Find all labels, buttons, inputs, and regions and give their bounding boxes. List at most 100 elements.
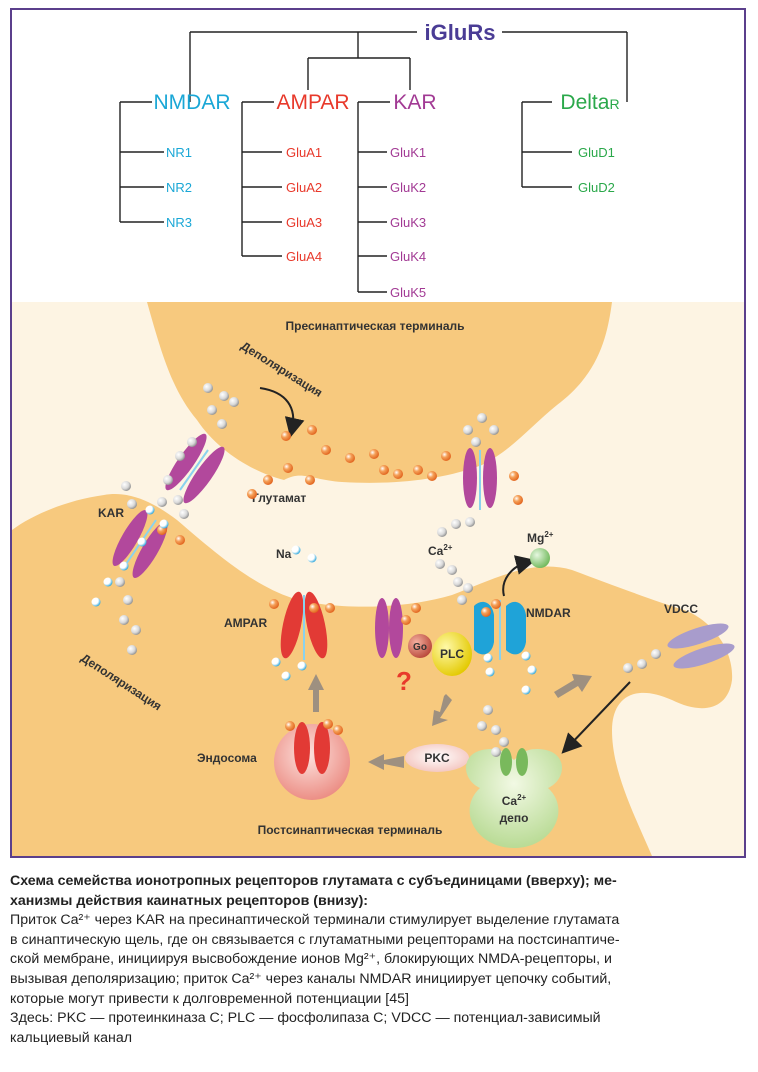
- tree-root-label: iGluRs: [425, 20, 496, 45]
- glutamate-molecule: [379, 465, 389, 475]
- mg-ion: [530, 548, 550, 568]
- calcium-ion: [451, 519, 461, 529]
- calcium-ion: [219, 391, 229, 401]
- caption-body-line: в синаптическую щель, где он связывается…: [10, 931, 620, 948]
- calcium-ion: [179, 509, 189, 519]
- calcium-ion: [453, 577, 463, 587]
- subunit-glua4: GluA4: [286, 249, 322, 264]
- glutamate-molecule: [281, 431, 291, 441]
- subunit-glua2: GluA2: [286, 180, 322, 195]
- subunit-glua3: GluA3: [286, 215, 322, 230]
- sodium-ion: [159, 519, 169, 529]
- pkc-enzyme: [405, 744, 469, 772]
- glutamate-molecule: [413, 465, 423, 475]
- glutamate-molecule: [321, 445, 331, 455]
- caption-body: Приток Ca²⁺ через KAR на пресинаптическо…: [10, 911, 746, 1009]
- signal-arrows: [308, 674, 592, 770]
- pkc-label: PKC: [424, 751, 450, 765]
- glutamate-molecule: [325, 603, 335, 613]
- figure-frame: iGluRs NMDAR AMPAR KAR DeltaR NR1 NR2 NR…: [10, 8, 746, 858]
- synapse-illustration: Пресинаптическая терминаль Постсинаптиче…: [12, 302, 744, 856]
- sodium-ion: [483, 653, 493, 663]
- subunit-gluk2: GluK2: [390, 180, 426, 195]
- iglur-family-tree: iGluRs NMDAR AMPAR KAR DeltaR NR1 NR2 NR…: [119, 20, 628, 300]
- caption-body-line: вызывая деполяризацию; приток Ca²⁺ через…: [10, 970, 612, 987]
- sodium-ion: [297, 661, 307, 671]
- sodium-ion: [271, 657, 281, 667]
- calcium-ion: [115, 577, 125, 587]
- sodium-ion: [485, 667, 495, 677]
- sodium-ion: [137, 537, 147, 547]
- calcium-ion: [463, 583, 473, 593]
- go-protein: [408, 634, 432, 658]
- subunit-gluk4: GluK4: [390, 249, 426, 264]
- nmdar-to-vdcc-arrow: [554, 674, 592, 698]
- ca-depot-label-2: депо: [500, 811, 529, 825]
- caption-abbrev-line: Здесь: PKC — протеинкиназа С; PLC — фосф…: [10, 1010, 601, 1027]
- calcium-ion: [489, 425, 499, 435]
- vdcc-channel: [667, 623, 735, 669]
- sodium-ion: [103, 577, 113, 587]
- kar-metabotropic: [375, 598, 403, 658]
- caption-body-line: которые могут привести к долговременной …: [10, 990, 409, 1007]
- nmdar-subunits: NR1 NR2 NR3: [166, 145, 192, 230]
- caption-body-line: ской мембране, инициируя высвобождение и…: [10, 951, 612, 968]
- glutamate-molecule: [307, 425, 317, 435]
- ca-depot-label-1: Ca2+: [502, 793, 527, 808]
- subunit-nr1: NR1: [166, 145, 192, 160]
- presynaptic-kar-left: [165, 433, 225, 504]
- glutamate-molecule: [481, 607, 491, 617]
- calcium-ion: [623, 663, 633, 673]
- calcium-ion: [119, 615, 129, 625]
- calcium-ion: [477, 721, 487, 731]
- sodium-ion: [119, 561, 129, 571]
- calcium-ion: [207, 405, 217, 415]
- ampar-subunits: GluA1 GluA2 GluA3 GluA4: [286, 145, 322, 264]
- diagram-canvas: iGluRs NMDAR AMPAR KAR DeltaR NR1 NR2 NR…: [12, 20, 744, 856]
- kar-subunits: GluK1 GluK2 GluK3 GluK4 GluK5: [390, 145, 426, 300]
- glutamate-molecule: [441, 451, 451, 461]
- vdcc-to-depot-arrow: [561, 681, 631, 754]
- tree-lines: [119, 31, 628, 293]
- calcium-ion: [187, 437, 197, 447]
- depot-channel-right: [516, 748, 528, 776]
- sodium-ion: [527, 665, 537, 675]
- calcium-ion: [651, 649, 661, 659]
- glutamate-molecule: [263, 475, 273, 485]
- calcium-ion: [121, 481, 131, 491]
- nmdar-receptor: [474, 600, 526, 660]
- calcium-ion: [477, 413, 487, 423]
- glutamate-molecule: [175, 535, 185, 545]
- glutamate-molecule: [285, 721, 295, 731]
- calcium-ion: [437, 527, 447, 537]
- glutamate-molecule: [247, 489, 257, 499]
- calcium-ion: [173, 495, 183, 505]
- sodium-ion: [521, 651, 531, 661]
- postsynaptic-label: Постсинаптическая терминаль: [258, 823, 443, 837]
- glutamate-molecule: [305, 475, 315, 485]
- calcium-ion: [471, 437, 481, 447]
- glutamate-molecule: [427, 471, 437, 481]
- calcium-ion: [457, 595, 467, 605]
- caption-body-line: Приток Ca²⁺ через KAR на пресинаптическо…: [10, 912, 620, 929]
- delta-subunits: GluD1 GluD2: [578, 145, 615, 195]
- sodium-ion: [145, 505, 155, 515]
- ca-depot: [466, 749, 562, 848]
- nmdar-label: NMDAR: [526, 606, 571, 620]
- mg-label: Mg2+: [527, 530, 554, 545]
- pkc-to-endosome-arrow: [368, 754, 404, 770]
- calcium-ion: [435, 559, 445, 569]
- glutamate-molecule: [323, 719, 333, 729]
- calcium-ion: [131, 625, 141, 635]
- presynaptic-label: Пресинаптическая терминаль: [285, 319, 464, 333]
- caption-abbreviations: Здесь: PKC — протеинкиназа С; PLC — фосф…: [10, 1009, 746, 1048]
- endosome: [274, 724, 350, 800]
- calcium-ion: [463, 425, 473, 435]
- caption-title: Схема семейства ионотропных рецепторов г…: [10, 872, 746, 911]
- caption-title-line: Схема семейства ионотропных рецепторов г…: [10, 873, 617, 889]
- glutamate-molecule: [491, 599, 501, 609]
- sodium-ion: [291, 545, 301, 555]
- calcium-ion: [175, 451, 185, 461]
- sodium-ion: [281, 671, 291, 681]
- glutamate-molecule: [401, 615, 411, 625]
